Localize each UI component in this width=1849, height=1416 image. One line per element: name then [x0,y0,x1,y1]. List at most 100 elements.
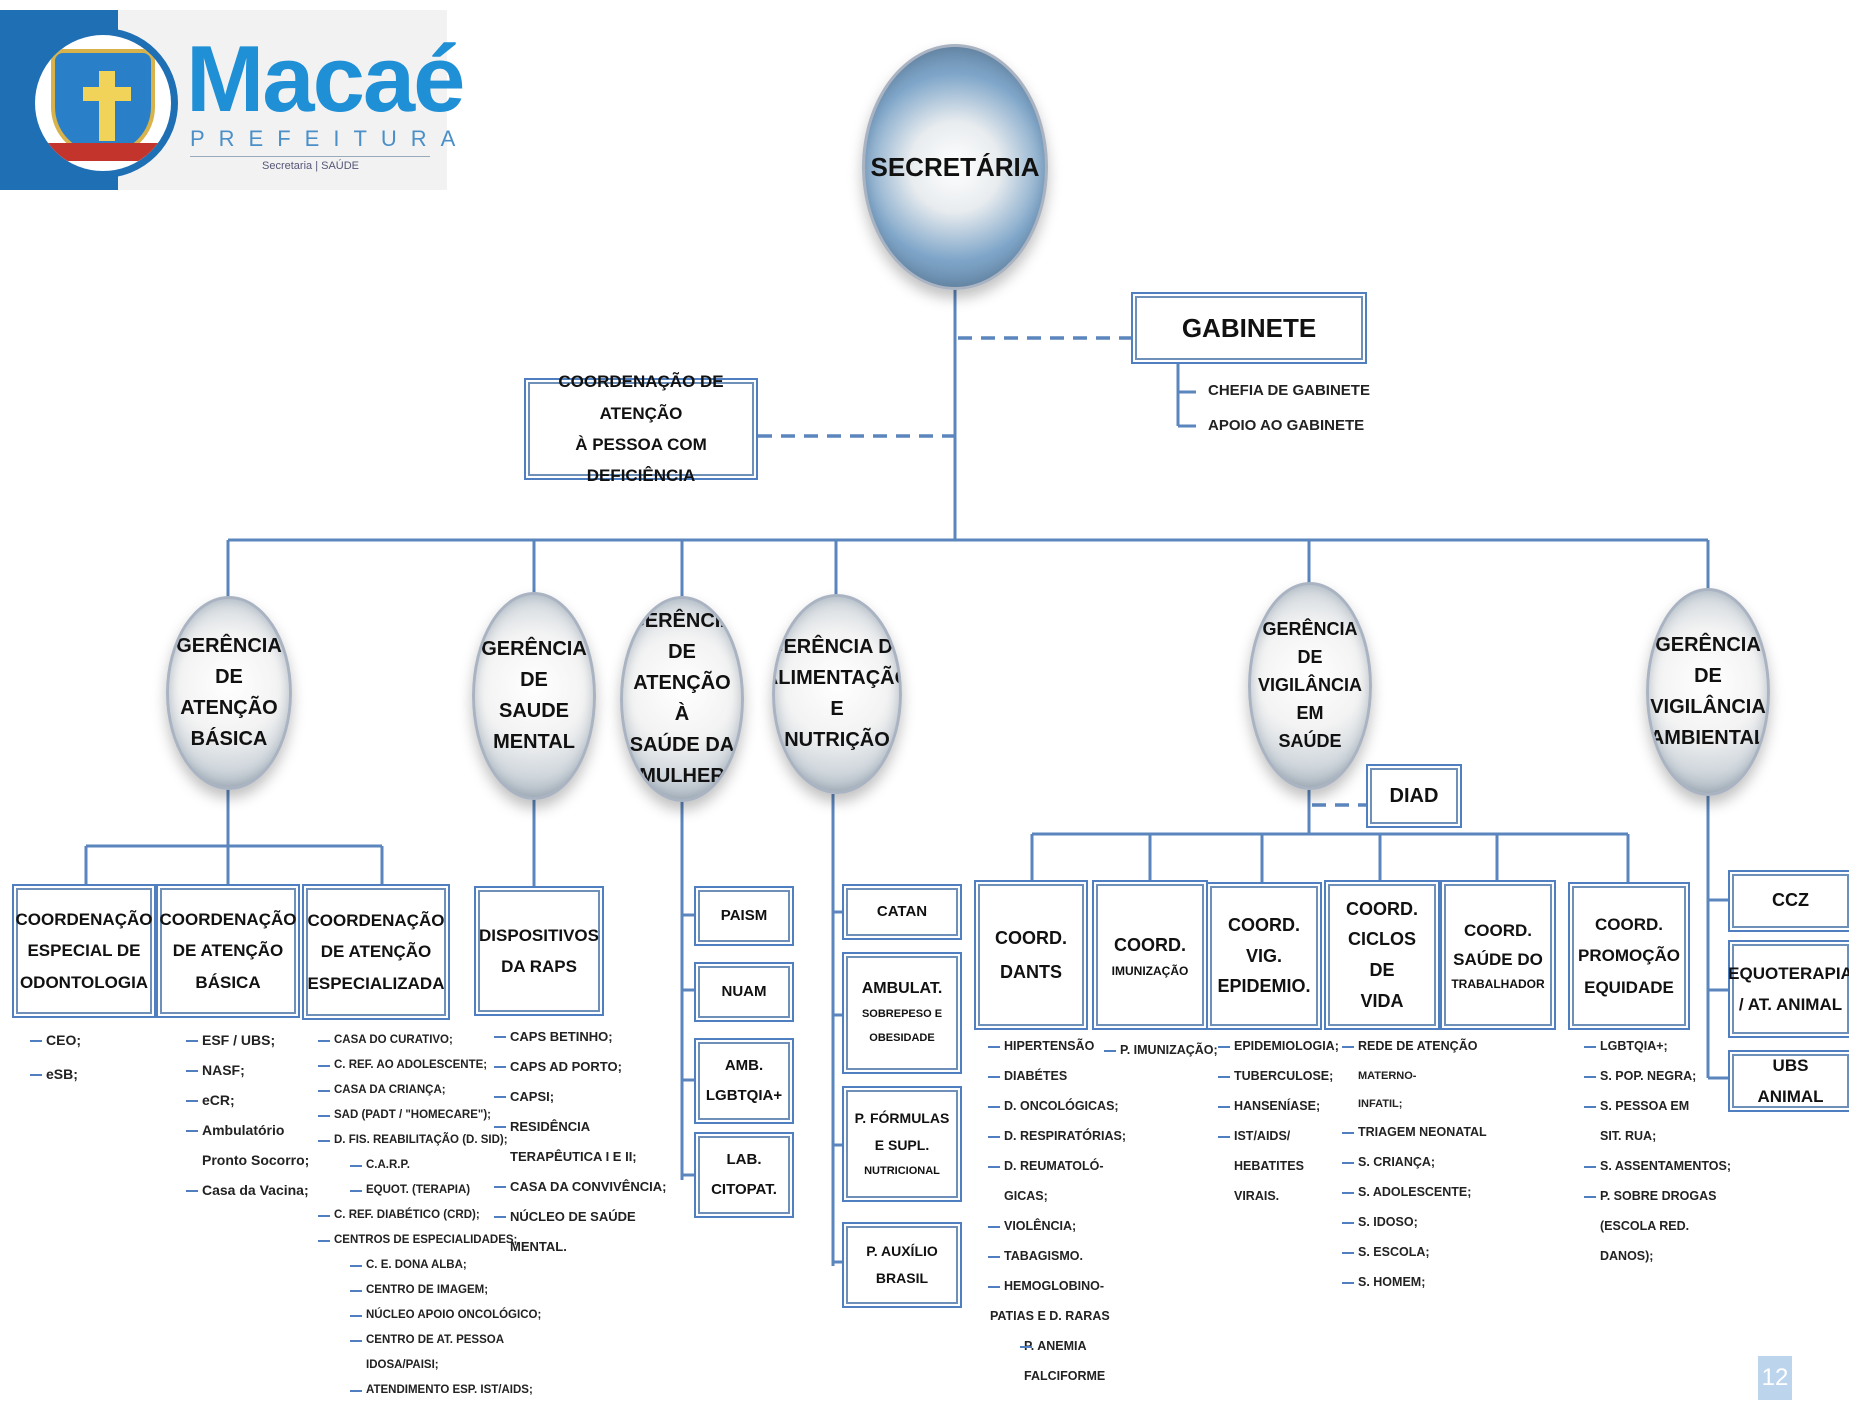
list-item: HEMOGLOBINO- [988,1274,1126,1304]
macae-logo: Macaé PREFEITURA Secretaria | SAÚDE [0,10,465,190]
seal-ribbon [41,143,165,161]
list-item: D. REUMATOLÓ- [988,1154,1126,1184]
list-item: P. SOBRE DROGAS [1584,1184,1731,1214]
logo-subtitle: PREFEITURA [190,126,470,151]
coord-label: COORD. DANTS [995,927,1067,982]
list-item: S. PESSOA EM [1584,1094,1731,1124]
list-item: CAPS AD PORTO; [494,1054,667,1084]
list-item: IDOSA/PAISI; [366,1359,439,1371]
coord-ciclos-vida-box: COORD. CICLOS DE VIDA [1328,884,1436,1026]
equoterapia-box: EQUOTERAPIA / AT. ANIMAL [1728,944,1849,1034]
list-item: TRIAGEM NEONATAL [1342,1120,1487,1150]
coord-especializada-box: COORDENAÇÃO DE ATENÇÃO ESPECIALIZADA [306,888,446,1016]
list-item: NASF; [186,1058,309,1088]
gerencia-atencao-basica: GERÊNCIA DE ATENÇÃO BÁSICA [166,596,292,790]
gerencia-vigilancia-ambiental: GERÊNCIA DE VIGILÂNCIA AMBIENTAL [1646,588,1770,796]
list-item: D. FIS. REABILITAÇÃO (D. SID); [318,1128,541,1153]
ambulat-box: AMBULAT. SOBREPESO E OBESIDADE [846,956,958,1070]
list-item: LGBTQIA+; [1584,1034,1731,1064]
seal-cross-bar [83,87,131,101]
list-item: EQUOT. (TERAPIA) [318,1178,541,1203]
gabinete-item: APOIO AO GABINETE [1208,417,1365,434]
gabinete-list: CHEFIA DE GABINETE APOIO AO GABINETE [1208,378,1370,438]
coord-deficiencia-label: COORDENAÇÃO DE ATENÇÃO À PESSOA COM DEFI… [558,372,724,486]
coord-atencao-basica-box: COORDENAÇÃO DE ATENÇÃO BÁSICA [160,888,296,1014]
coord-label: EQUOTERAPIA / AT. ANIMAL [1728,963,1849,1014]
gabinete-item: CHEFIA DE GABINETE [1208,382,1370,399]
list-item: D. RESPIRATÓRIAS; [988,1124,1126,1154]
list-item: S. POP. NEGRA; [1584,1064,1731,1094]
list-item: HIPERTENSÃO [988,1034,1126,1064]
coord-label: DISPOSITIVOS DA RAPS [479,925,599,976]
coord-label: COORDENAÇÃO ESPECIAL DE ODONTOLOGIA [15,909,153,992]
nuam-box: NUAM [698,966,790,1018]
coord-label: PAISM [720,907,768,924]
coord-label: COORDENAÇÃO DE ATENÇÃO ESPECIALIZADA [307,910,445,993]
list-item: Casa da Vacina; [186,1178,309,1208]
coord-label: COORD. [1114,935,1186,956]
list-item: CAPS BETINHO; [494,1024,667,1054]
list-item: INFATIL; [1358,1098,1403,1110]
coord-label: NUAM [721,983,767,1000]
list-item: DANOS); [1600,1249,1654,1263]
formulas-box: P. FÓRMULAS E SUPL. NUTRICIONAL [846,1090,958,1198]
coord-label: P. AUXÍLIO BRASIL [866,1243,938,1286]
list-item: EPIDEMIOLOGIA; [1218,1034,1339,1064]
list-item: S. HOMEM; [1342,1270,1487,1300]
list-item: S. IDOSO; [1342,1210,1487,1240]
secretaria-node: SECRETÁRIA [862,44,1048,290]
list-item: CASA DA CONVIVÊNCIA; [494,1174,667,1204]
list-item: IST/AIDS/ [1218,1124,1339,1154]
gerencia-vigilancia-saude: GERÊNCIA DE VIGILÂNCIA EM SAÚDE [1248,582,1372,790]
list-item: Ambulatório [186,1118,309,1148]
coord-saude-trabalhador-box: COORD. SAÚDE DO TRABALHADOR [1444,884,1552,1026]
diad-box: DIAD [1370,768,1458,824]
dispositivos-raps-box: DISPOSITIVOS DA RAPS [478,890,600,1012]
list-item: Pronto Socorro; [202,1152,310,1168]
list-item: C. REF. DIABÉTICO (CRD); [318,1203,541,1228]
list-item: TABAGISMO. [988,1244,1126,1274]
city-seal-icon [28,28,178,178]
coord-label: COORD. VIG. EPIDEMIO. [1217,915,1311,997]
especializada-list: CASA DO CURATIVO; C. REF. AO ADOLESCENTE… [318,1028,541,1403]
seal-shield [51,49,155,157]
coord-promocao-equidade-box: COORD. PROMOÇÃO EQUIDADE [1572,886,1686,1026]
list-item: MATERNO- [1358,1070,1417,1082]
seal-cross [99,71,115,141]
coord-odontologia-box: COORDENAÇÃO ESPECIAL DE ODONTOLOGIA [16,888,152,1014]
list-item: RESIDÊNCIA [494,1114,667,1144]
epidemio-list: EPIDEMIOLOGIA; TUBERCULOSE; HANSENÍASE; … [1218,1034,1339,1214]
page-number: 12 [1758,1356,1792,1400]
imunizacao-list: P. IMUNIZAÇÃO; [1104,1038,1218,1063]
list-item: CASA DA CRIANÇA; [318,1078,541,1103]
coord-label: AMB. LGBTQIA+ [705,1057,783,1104]
list-item: TUBERCULOSE; [1218,1064,1339,1094]
list-item: VIOLÊNCIA; [988,1214,1126,1244]
list-item: CENTRO DE IMAGEM; [318,1278,541,1303]
list-item: P. IMUNIZAÇÃO; [1104,1038,1218,1063]
list-item: CASA DO CURATIVO; [318,1028,541,1053]
logo-divider [190,156,430,157]
list-item: CENTROS DE ESPECIALIDADES; [318,1228,541,1253]
list-item: GICAS; [1004,1189,1048,1203]
diad-label: DIAD [1389,784,1439,807]
auxilio-brasil-box: P. AUXÍLIO BRASIL [846,1226,958,1304]
list-item: DIABÉTES [988,1064,1126,1094]
coord-dants-box: COORD. DANTS [978,884,1084,1026]
equidade-list: LGBTQIA+; S. POP. NEGRA; S. PESSOA EM SI… [1584,1034,1731,1274]
list-item: S. ASSENTAMENTOS; [1584,1154,1731,1184]
gerencia-label: GERÊNCIA DE VIGILÂNCIA AMBIENTAL [1649,634,1767,749]
raps-list: CAPS BETINHO; CAPS AD PORTO; CAPSI; RESI… [494,1024,667,1264]
logo-tagline: Secretaria | SAÚDE [262,160,360,172]
logo-wordmark: Macaé [186,26,465,131]
gerencia-alimentacao-nutricao: GERÊNCIA DE ALIMENTAÇÃO E NUTRIÇÃO [772,594,902,794]
gerencia-saude-mulher: GERÊNCIA DE ATENÇÃO À SAÚDE DA MULHER [620,596,744,802]
list-item: CAPSI; [494,1084,667,1114]
list-item: PATIAS E D. RARAS [990,1309,1110,1323]
coord-imunizacao-box: COORD. IMUNIZAÇÃO [1096,884,1204,1026]
list-item: REDE DE ATENÇÃO [1342,1034,1487,1064]
coord-label: AMBULAT. [861,980,943,998]
list-item: CEO; [30,1028,81,1062]
gabinete-label: GABINETE [1181,312,1317,343]
